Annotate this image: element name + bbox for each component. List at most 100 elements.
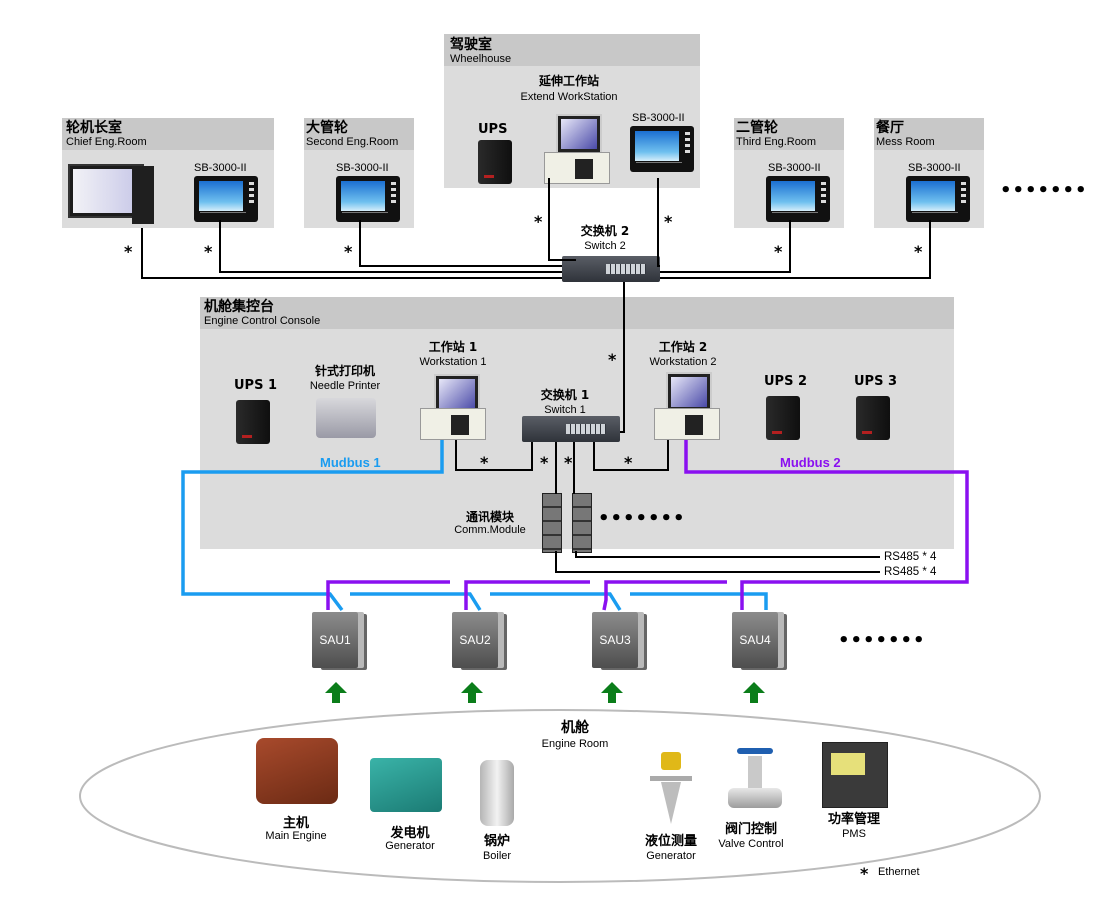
sb-3000-panel-icon — [630, 126, 694, 172]
chief-room-panel: 轮机长室 Chief Eng.Room SB-3000-II — [62, 118, 274, 228]
workstation-case-icon — [544, 152, 610, 184]
ethernet-marker: * — [664, 212, 673, 231]
rs485-line — [555, 551, 880, 573]
sau3-icon: SAU3 — [592, 612, 638, 668]
comm-module-icon — [572, 493, 592, 553]
third-room-subtitle: Third Eng.Room — [736, 136, 817, 148]
ethernet-line — [657, 178, 660, 267]
ups3-label: UPS 3 — [854, 374, 898, 389]
switch2-icon — [562, 256, 660, 282]
ethernet-marker: * — [608, 350, 617, 369]
ethernet-marker: * — [564, 453, 573, 472]
ethernet-line — [141, 228, 562, 279]
ethernet-marker: * — [344, 242, 353, 261]
rs485-label: RS485 * 4 — [884, 566, 937, 578]
ethernet-line — [593, 440, 669, 471]
workstation1-monitor-icon — [434, 374, 480, 414]
mudbus1-line — [490, 592, 622, 611]
comm-module-label: 通讯模块 — [465, 510, 514, 524]
ethernet-marker: * — [480, 453, 489, 472]
sb-model-label: SB-3000-II — [768, 162, 821, 174]
more-rooms-ellipsis: ••••••• — [1000, 180, 1088, 201]
sb-3000-panel-icon — [336, 176, 400, 222]
sb-3000-panel-icon — [906, 176, 970, 222]
ups1-icon — [236, 400, 270, 444]
engine-room-boundary — [79, 709, 1041, 883]
second-room-title: 大管轮 — [306, 120, 348, 136]
ups2-label: UPS 2 — [764, 374, 808, 389]
wheelhouse-panel: 驾驶室 Wheelhouse 延伸工作站 Extend WorkStation … — [444, 34, 700, 188]
switch1-icon — [522, 416, 620, 442]
equipment-sublabel: PMS — [842, 828, 866, 840]
chief-room-title: 轮机长室 — [66, 120, 122, 136]
signal-arrow-icon — [325, 682, 347, 703]
workstation1-sublabel: Workstation 1 — [419, 356, 487, 368]
mudbus2-line — [464, 580, 590, 610]
signal-arrow-icon — [601, 682, 623, 703]
mudbus1-line — [181, 440, 444, 612]
ethernet-line — [548, 178, 576, 261]
equipment-sublabel: Generator — [646, 850, 696, 862]
sb-model-label: SB-3000-II — [908, 162, 961, 174]
chief-room-subtitle: Chief Eng.Room — [66, 136, 147, 148]
ethernet-marker: * — [534, 212, 543, 231]
valve-icon — [728, 748, 782, 812]
mess-room-subtitle: Mess Room — [876, 136, 935, 148]
engine-room-title: 机舱 — [561, 720, 589, 736]
comm-module-icon — [542, 493, 562, 553]
needle-printer-icon — [316, 398, 376, 438]
workstation2-monitor-icon — [666, 372, 712, 412]
sb-3000-panel-icon — [766, 176, 830, 222]
workstation1-label: 工作站 1 — [428, 340, 478, 354]
ups2-icon — [766, 396, 800, 440]
signal-arrow-icon — [461, 682, 483, 703]
ethernet-line — [359, 220, 562, 267]
equipment-sublabel: Main Engine — [265, 830, 327, 842]
ethernet-marker: * — [914, 242, 923, 261]
ethernet-line — [660, 220, 791, 273]
console-subtitle: Engine Control Console — [204, 315, 321, 327]
extend-workstation-label: 延伸工作站 — [538, 74, 599, 88]
ups-wheelhouse-label: UPS — [478, 122, 508, 137]
ethernet-line — [219, 220, 562, 273]
signal-arrow-icon — [743, 682, 765, 703]
wheelhouse-title: 驾驶室 — [450, 37, 492, 53]
switch2-label: 交换机 2 — [580, 224, 630, 238]
ups1-label: UPS 1 — [234, 378, 278, 393]
sb-model-label: SB-3000-II — [632, 112, 685, 124]
sb-3000-panel-icon — [194, 176, 258, 222]
equipment-label: 发电机 — [390, 826, 430, 841]
rs485-line — [575, 551, 880, 558]
extend-workstation-sublabel: Extend WorkStation — [520, 91, 618, 103]
wheelhouse-header — [444, 34, 700, 66]
rs485-label: RS485 * 4 — [884, 551, 937, 563]
comm-module-sublabel: Comm.Module — [454, 524, 526, 536]
sb-model-label: SB-3000-II — [336, 162, 389, 174]
more-modules-ellipsis: ••••••• — [598, 508, 686, 529]
equipment-label: 主机 — [282, 816, 309, 831]
switch1-sublabel: Switch 1 — [544, 404, 586, 416]
ups-icon — [478, 140, 512, 184]
more-sau-ellipsis: ••••••• — [838, 630, 926, 651]
mudbus1-line — [350, 592, 482, 611]
mudbus1-line — [630, 592, 768, 610]
mess-room-header — [874, 118, 984, 150]
engine-room-subtitle: Engine Room — [541, 738, 609, 750]
ethernet-marker: * — [624, 453, 633, 472]
mudbus2-line — [602, 580, 727, 611]
legend-ethernet-symbol: * — [860, 864, 869, 883]
workstation1-case-icon — [420, 408, 486, 440]
generator-icon — [370, 758, 442, 812]
mess-room-title: 餐厅 — [876, 120, 904, 136]
printer-label: 针式打印机 — [314, 364, 375, 378]
second-room-header — [304, 118, 414, 150]
mudbus2-line — [326, 580, 450, 610]
third-room-header — [734, 118, 844, 150]
boiler-icon — [480, 760, 514, 826]
ethernet-marker: * — [540, 453, 549, 472]
equipment-label: 锅炉 — [483, 834, 510, 849]
equipment-sublabel: Generator — [385, 840, 435, 852]
third-room-panel: 二管轮 Third Eng.Room SB-3000-II — [734, 118, 844, 228]
sb-model-label: SB-3000-II — [194, 162, 247, 174]
